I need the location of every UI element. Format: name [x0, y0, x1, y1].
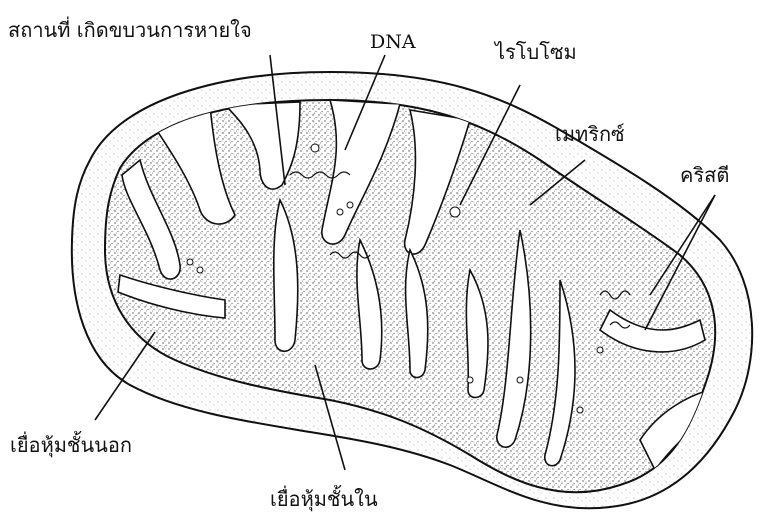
label-outer-membrane: เยื่อหุ้มชั้นนอก	[10, 433, 132, 457]
label-ribosome: ไรโบโซม	[495, 40, 577, 64]
label-respiration-site: สถานที่ เกิดขบวนการหายใจ	[8, 18, 252, 42]
label-cristae: คริสตี	[680, 163, 729, 187]
label-matrix: เมทริกซ์	[555, 122, 625, 146]
label-inner-membrane: เยื่อหุ้มชั้นใน	[270, 487, 378, 511]
label-dna: DNA	[370, 30, 416, 54]
